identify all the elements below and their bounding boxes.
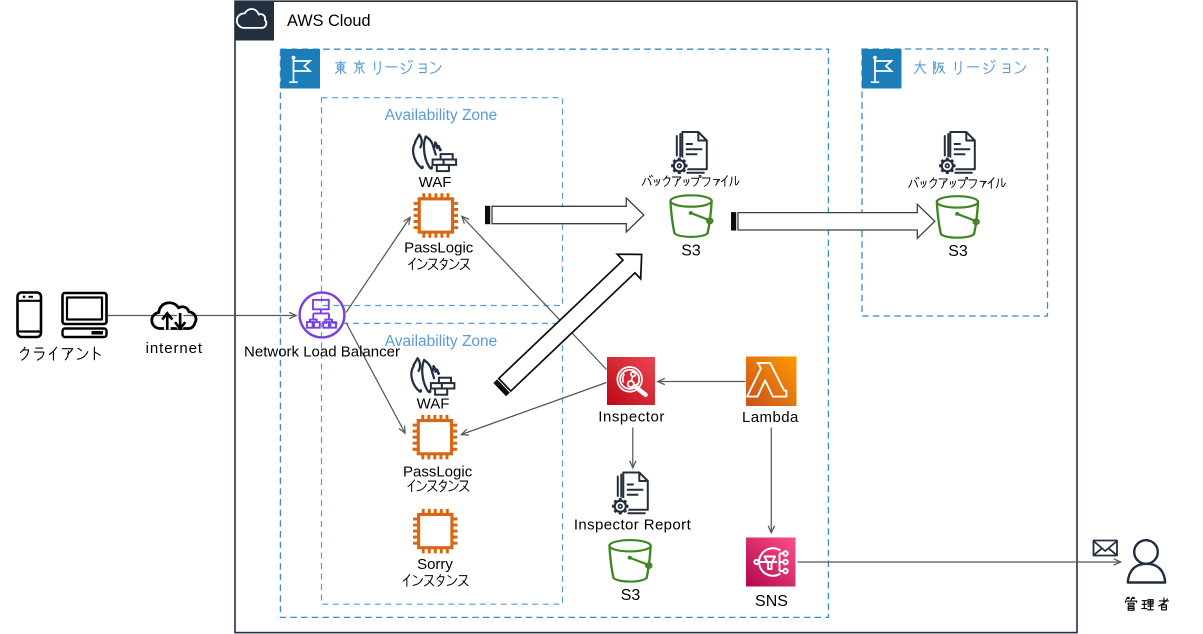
svg-text:PassLogic: PassLogic [403,464,473,481]
svg-text:S3: S3 [681,242,701,259]
svg-text:S3: S3 [948,243,968,260]
svg-text:Sorry: Sorry [417,556,453,573]
svg-text:PassLogic: PassLogic [404,239,474,256]
svg-text:Lambda: Lambda [742,409,799,426]
svg-text:internet: internet [146,340,203,357]
svg-text:Availability Zone: Availability Zone [385,333,498,350]
svg-text:Inspector Report: Inspector Report [574,517,692,534]
svg-text:AWS Cloud: AWS Cloud [287,12,371,30]
svg-text:WAF: WAF [417,396,450,413]
svg-text:Inspector: Inspector [598,408,665,425]
svg-text:S3: S3 [621,587,641,604]
svg-text:SNS: SNS [755,593,788,610]
svg-text:WAF: WAF [419,174,452,191]
svg-text:Availability Zone: Availability Zone [385,107,498,124]
svg-text:Network Load Balancer: Network Load Balancer [244,344,400,361]
